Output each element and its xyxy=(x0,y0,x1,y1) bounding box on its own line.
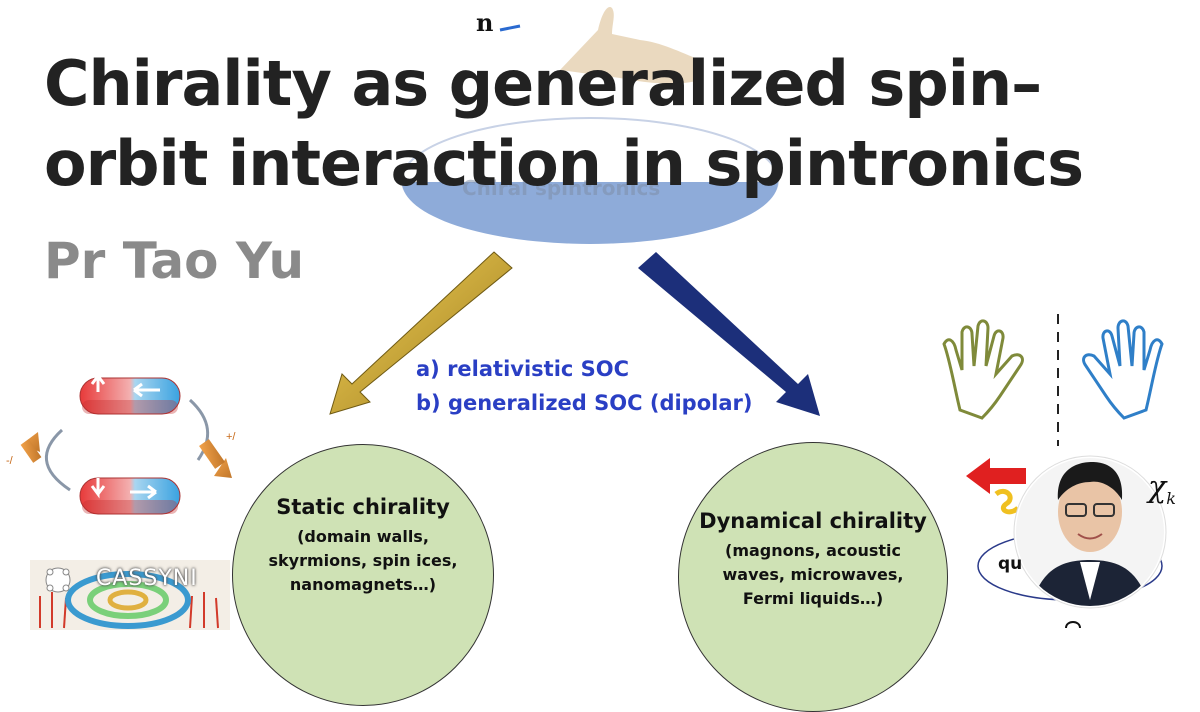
dynamical-chirality-examples: (magnons, acoustic waves, microwaves, Fe… xyxy=(722,541,904,608)
soc-generalized: b) generalized SOC (dipolar) xyxy=(416,391,753,415)
static-chirality-examples: (domain walls, skyrmions, spin ices, nan… xyxy=(268,527,458,594)
cassyni-watermark: CASSYNI xyxy=(96,566,198,591)
quantum-label-partial: qu xyxy=(998,554,1023,574)
cycle-label-right: +/ xyxy=(226,431,236,443)
left-arrow xyxy=(329,251,513,415)
diagram-canvas: -/ +/ xyxy=(6,6,1167,630)
chi-letter: χ xyxy=(1148,470,1167,505)
up-arrow-icon xyxy=(90,371,106,392)
left-hand-icon xyxy=(942,319,1024,420)
dynamical-chirality-title: Dynamical chirality xyxy=(699,509,927,533)
chi-symbol: χk xyxy=(1148,470,1176,508)
top-hand-image xyxy=(560,6,700,84)
vector-arrow-icon xyxy=(499,24,521,32)
dynamical-chirality-circle: Dynamical chirality (magnons, acoustic w… xyxy=(678,442,948,712)
spin-texture-image xyxy=(30,560,230,630)
chiral-spintronics-oval xyxy=(401,117,779,244)
yellow-squiggle-icon xyxy=(994,488,1020,515)
vector-label: n xyxy=(476,8,494,37)
right-arrow xyxy=(638,252,820,416)
magnet-cycle-illustration: -/ +/ xyxy=(6,371,236,515)
page-title: Chirality as generalized spin–orbit inte… xyxy=(44,47,1084,200)
right-hand-icon xyxy=(1082,319,1164,420)
soc-relativistic: a) relativistic SOC xyxy=(416,357,630,381)
author-name: Pr Tao Yu xyxy=(44,232,305,290)
static-chirality-circle: Static chirality (domain walls, skyrmion… xyxy=(232,444,494,706)
chi-subscript: k xyxy=(1166,489,1176,508)
red-left-arrow-icon xyxy=(966,458,1026,494)
speaker-portrait xyxy=(1013,455,1167,609)
right-arrow-icon xyxy=(130,484,157,500)
static-chirality-title: Static chirality xyxy=(276,495,450,519)
bottom-curve-glyph xyxy=(1065,621,1081,629)
cycle-label-left: -/ xyxy=(6,455,14,467)
down-arrow-icon xyxy=(90,478,106,499)
top-oval-label: Chiral spintronics xyxy=(462,176,661,200)
left-arrow-icon xyxy=(133,382,160,398)
soc-labels: a) relativistic SOC b) generalized SOC (… xyxy=(416,352,752,420)
